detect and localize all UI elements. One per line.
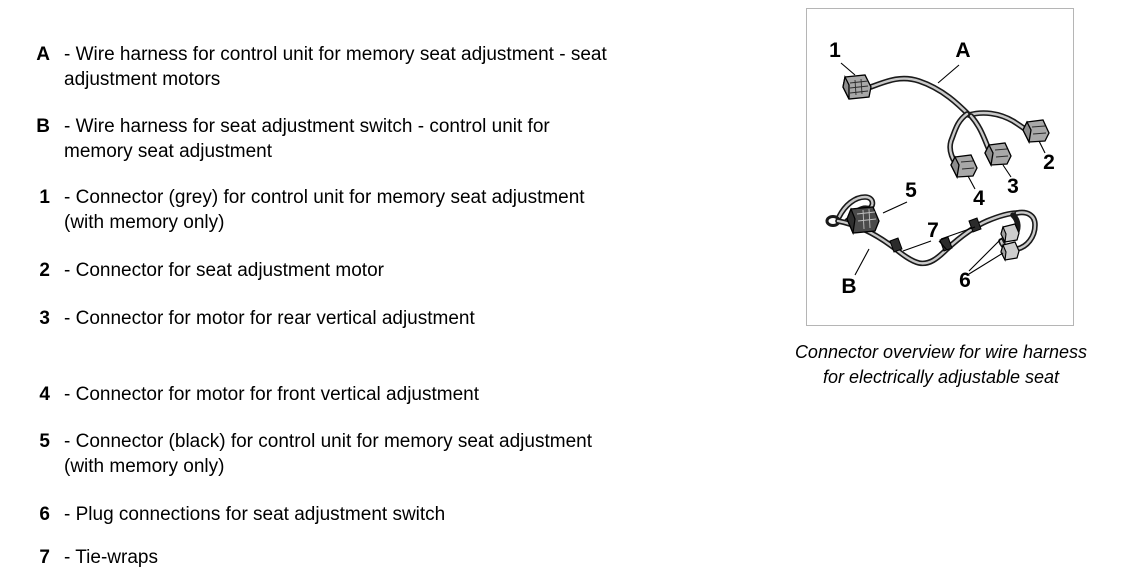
legend-item-A: A - Wire harness for control unit for me… xyxy=(8,42,748,92)
plug-connection-6-upper xyxy=(1000,223,1020,244)
legend-item-7: 7 - Tie-wraps xyxy=(8,545,748,570)
legend-item-6: 6 - Plug connections for seat adjustment… xyxy=(8,502,748,527)
callout-label-B: B xyxy=(841,275,856,298)
leader-line-A xyxy=(937,64,960,84)
callout-label-7: 7 xyxy=(927,219,939,242)
leader-line-7a xyxy=(902,240,932,252)
connector-3 xyxy=(984,142,1012,168)
callout-label-4: 4 xyxy=(973,187,985,210)
diagram-caption: Connector overview for wire harness for … xyxy=(794,342,1088,387)
leader-line-6a xyxy=(968,236,1004,272)
legend-item-2: 2 - Connector for seat adjustment motor xyxy=(8,258,748,283)
leader-line-2 xyxy=(1038,140,1046,154)
leader-line-1 xyxy=(840,62,856,76)
leader-line-4 xyxy=(967,175,976,190)
legend-description: - Connector for seat adjustment motor xyxy=(64,260,384,281)
callout-label-A: A xyxy=(955,39,970,62)
harness-b-main-cable-highlight xyxy=(836,211,1019,265)
tie-wrap-left xyxy=(889,237,903,253)
legend-description: - Connector for motor for rear vertical … xyxy=(64,308,475,329)
callout-label-1: 1 xyxy=(829,39,841,62)
harness-a-main-cable-highlight xyxy=(869,77,971,117)
legend-description: - Wire harness for control unit for memo… xyxy=(64,44,607,90)
callout-label-2: 2 xyxy=(1043,151,1055,174)
leader-line-7b xyxy=(938,240,948,251)
legend-description: - Tie-wraps xyxy=(64,547,158,568)
leader-line-3 xyxy=(1002,164,1012,178)
legend-item-5: 5 - Connector (black) for control unit f… xyxy=(8,429,748,479)
connector-5-black xyxy=(846,206,880,236)
leader-line-B xyxy=(854,248,870,276)
harness-b-group xyxy=(825,194,1038,276)
connector-2 xyxy=(1022,119,1050,145)
legend-key: 7 xyxy=(39,547,50,568)
callout-label-3: 3 xyxy=(1007,175,1019,198)
legend-item-1: 1 - Connector (grey) for control unit fo… xyxy=(8,185,748,235)
legend-description: - Wire harness for seat adjustment switc… xyxy=(64,116,550,162)
plug-connection-6-lower xyxy=(1000,241,1020,262)
legend-description: - Connector (grey) for control unit for … xyxy=(64,187,585,233)
legend-key: B xyxy=(36,116,50,137)
legend-key: 1 xyxy=(39,187,50,208)
legend-key: A xyxy=(36,44,50,65)
legend-item-B: B - Wire harness for seat adjustment swi… xyxy=(8,114,748,164)
leader-line-5 xyxy=(882,201,908,214)
legend-key: 3 xyxy=(39,308,50,329)
harness-a-group xyxy=(840,62,1050,190)
legend-key: 4 xyxy=(39,384,50,405)
legend-key: 5 xyxy=(39,431,50,452)
legend-key: 6 xyxy=(39,504,50,525)
legend-item-4: 4 - Connector for motor for front vertic… xyxy=(8,382,748,407)
leader-line-7c xyxy=(940,226,976,240)
harness-a-main-cable xyxy=(868,75,972,118)
parts-legend-list: A - Wire harness for control unit for me… xyxy=(8,42,748,570)
connector-4 xyxy=(950,154,978,180)
wire-harness-illustration: 1 A 2 3 4 5 7 B 6 xyxy=(825,39,1055,298)
legend-description: - Connector for motor for front vertical… xyxy=(64,384,479,405)
legend-description: - Connector (black) for control unit for… xyxy=(64,431,592,477)
legend-description: - Plug connections for seat adjustment s… xyxy=(64,504,446,525)
wire-harness-diagram-panel: 1 A 2 3 4 5 7 B 6 xyxy=(806,8,1074,326)
callout-label-5: 5 xyxy=(905,179,917,202)
leader-line-6b xyxy=(968,252,1004,275)
callout-label-6: 6 xyxy=(959,269,971,292)
legend-key: 2 xyxy=(39,260,50,281)
connector-1-grey xyxy=(842,74,872,100)
legend-item-3: 3 - Connector for motor for rear vertica… xyxy=(8,306,748,331)
